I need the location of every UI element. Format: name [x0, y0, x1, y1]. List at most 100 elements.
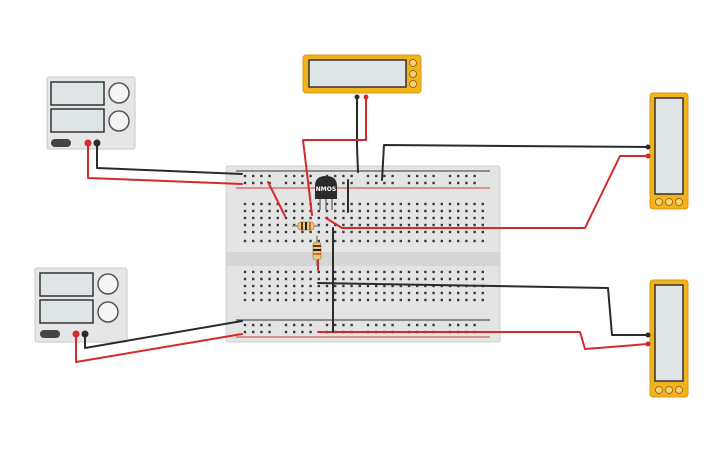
- breadboard-hole[interactable]: [366, 174, 370, 178]
- breadboard-hole[interactable]: [416, 298, 419, 302]
- breadboard-hole[interactable]: [317, 239, 320, 243]
- breadboard-hole[interactable]: [473, 209, 476, 213]
- breadboard-hole[interactable]: [432, 291, 435, 295]
- breadboard-hole[interactable]: [260, 270, 263, 274]
- breadboard-hole[interactable]: [342, 284, 345, 288]
- breadboard-hole[interactable]: [481, 216, 484, 220]
- breadboard-hole[interactable]: [317, 209, 320, 213]
- breadboard-hole[interactable]: [473, 181, 476, 185]
- breadboard-hole[interactable]: [334, 202, 337, 206]
- breadboard-hole[interactable]: [342, 298, 345, 302]
- breadboard-hole[interactable]: [473, 323, 476, 327]
- power-supply-top[interactable]: [46, 76, 136, 150]
- breadboard-hole[interactable]: [293, 270, 296, 274]
- breadboard-hole[interactable]: [325, 239, 329, 243]
- breadboard-hole[interactable]: [301, 277, 304, 281]
- breadboard-hole[interactable]: [440, 216, 443, 220]
- breadboard-hole[interactable]: [375, 223, 378, 227]
- breadboard-hole[interactable]: [276, 291, 279, 295]
- breadboard-hole[interactable]: [465, 216, 468, 220]
- breadboard-hole[interactable]: [407, 239, 411, 243]
- breadboard-hole[interactable]: [276, 298, 279, 302]
- breadboard-hole[interactable]: [301, 291, 304, 295]
- breadboard-hole[interactable]: [440, 223, 443, 227]
- breadboard-hole[interactable]: [375, 277, 378, 281]
- breadboard-hole[interactable]: [284, 239, 288, 243]
- breadboard-hole[interactable]: [325, 291, 329, 295]
- breadboard-hole[interactable]: [317, 277, 320, 281]
- breadboard-hole[interactable]: [375, 291, 378, 295]
- breadboard-hole[interactable]: [465, 291, 468, 295]
- breadboard-hole[interactable]: [473, 230, 476, 234]
- multimeter-right-bottom-mode-r-button[interactable]: [675, 386, 683, 394]
- breadboard-hole[interactable]: [309, 239, 312, 243]
- jumper-resistor-to-positive-rail[interactable]: [267, 181, 286, 217]
- breadboard-hole[interactable]: [399, 277, 402, 281]
- breadboard-hole[interactable]: [448, 174, 452, 178]
- breadboard-hole[interactable]: [260, 202, 263, 206]
- breadboard-hole[interactable]: [276, 216, 279, 220]
- breadboard-hole[interactable]: [325, 270, 329, 274]
- wire-psu-bottom-negative[interactable]: [84, 320, 243, 349]
- breadboard-hole[interactable]: [465, 270, 468, 274]
- breadboard-hole[interactable]: [350, 323, 353, 327]
- breadboard-hole[interactable]: [416, 174, 419, 178]
- breadboard-hole[interactable]: [276, 223, 279, 227]
- breadboard-hole[interactable]: [260, 216, 263, 220]
- breadboard-hole[interactable]: [317, 291, 320, 295]
- breadboard-hole[interactable]: [399, 298, 402, 302]
- breadboard-hole[interactable]: [448, 270, 452, 274]
- breadboard-hole[interactable]: [416, 202, 419, 206]
- breadboard-hole[interactable]: [366, 323, 370, 327]
- breadboard-hole[interactable]: [448, 223, 452, 227]
- breadboard-hole[interactable]: [325, 202, 329, 206]
- breadboard-hole[interactable]: [342, 291, 345, 295]
- breadboard-hole[interactable]: [383, 239, 386, 243]
- breadboard-hole[interactable]: [293, 277, 296, 281]
- breadboard-hole[interactable]: [268, 270, 271, 274]
- breadboard-hole[interactable]: [440, 270, 443, 274]
- breadboard-hole[interactable]: [432, 202, 435, 206]
- nmos-transistor[interactable]: NMOS: [315, 176, 337, 210]
- breadboard-hole[interactable]: [350, 239, 353, 243]
- breadboard-hole[interactable]: [375, 202, 378, 206]
- breadboard-hole[interactable]: [465, 239, 468, 243]
- breadboard-hole[interactable]: [366, 216, 370, 220]
- breadboard-hole[interactable]: [424, 284, 427, 288]
- resistor-horizontal[interactable]: [292, 221, 320, 231]
- breadboard-hole[interactable]: [293, 323, 296, 327]
- breadboard-hole[interactable]: [432, 216, 435, 220]
- breadboard-hole[interactable]: [416, 270, 419, 274]
- breadboard-hole[interactable]: [366, 298, 370, 302]
- breadboard-hole[interactable]: [358, 202, 361, 206]
- breadboard-hole[interactable]: [325, 284, 329, 288]
- breadboard-hole[interactable]: [481, 298, 484, 302]
- breadboard-hole[interactable]: [260, 277, 263, 281]
- breadboard-hole[interactable]: [325, 230, 329, 234]
- multimeter-top-mode-v-button[interactable]: [409, 70, 417, 78]
- breadboard-hole[interactable]: [309, 174, 312, 178]
- breadboard-hole[interactable]: [243, 330, 247, 334]
- breadboard-hole[interactable]: [284, 209, 288, 213]
- wire-multimeter-right-bottom-negative[interactable]: [317, 282, 649, 336]
- breadboard-hole[interactable]: [252, 209, 255, 213]
- breadboard-hole[interactable]: [465, 277, 468, 281]
- breadboard-hole[interactable]: [325, 298, 329, 302]
- breadboard-hole[interactable]: [260, 298, 263, 302]
- breadboard-hole[interactable]: [383, 216, 386, 220]
- breadboard-hole[interactable]: [358, 223, 361, 227]
- breadboard-hole[interactable]: [252, 216, 255, 220]
- breadboard-hole[interactable]: [407, 277, 411, 281]
- breadboard-hole[interactable]: [243, 298, 247, 302]
- breadboard-hole[interactable]: [448, 181, 452, 185]
- breadboard-hole[interactable]: [284, 230, 288, 234]
- breadboard-hole[interactable]: [448, 209, 452, 213]
- breadboard-hole[interactable]: [457, 239, 460, 243]
- multimeter-top[interactable]: [302, 54, 422, 100]
- breadboard-hole[interactable]: [473, 298, 476, 302]
- breadboard-hole[interactable]: [432, 270, 435, 274]
- breadboard-hole[interactable]: [416, 209, 419, 213]
- breadboard-hole[interactable]: [293, 239, 296, 243]
- breadboard-hole[interactable]: [268, 298, 271, 302]
